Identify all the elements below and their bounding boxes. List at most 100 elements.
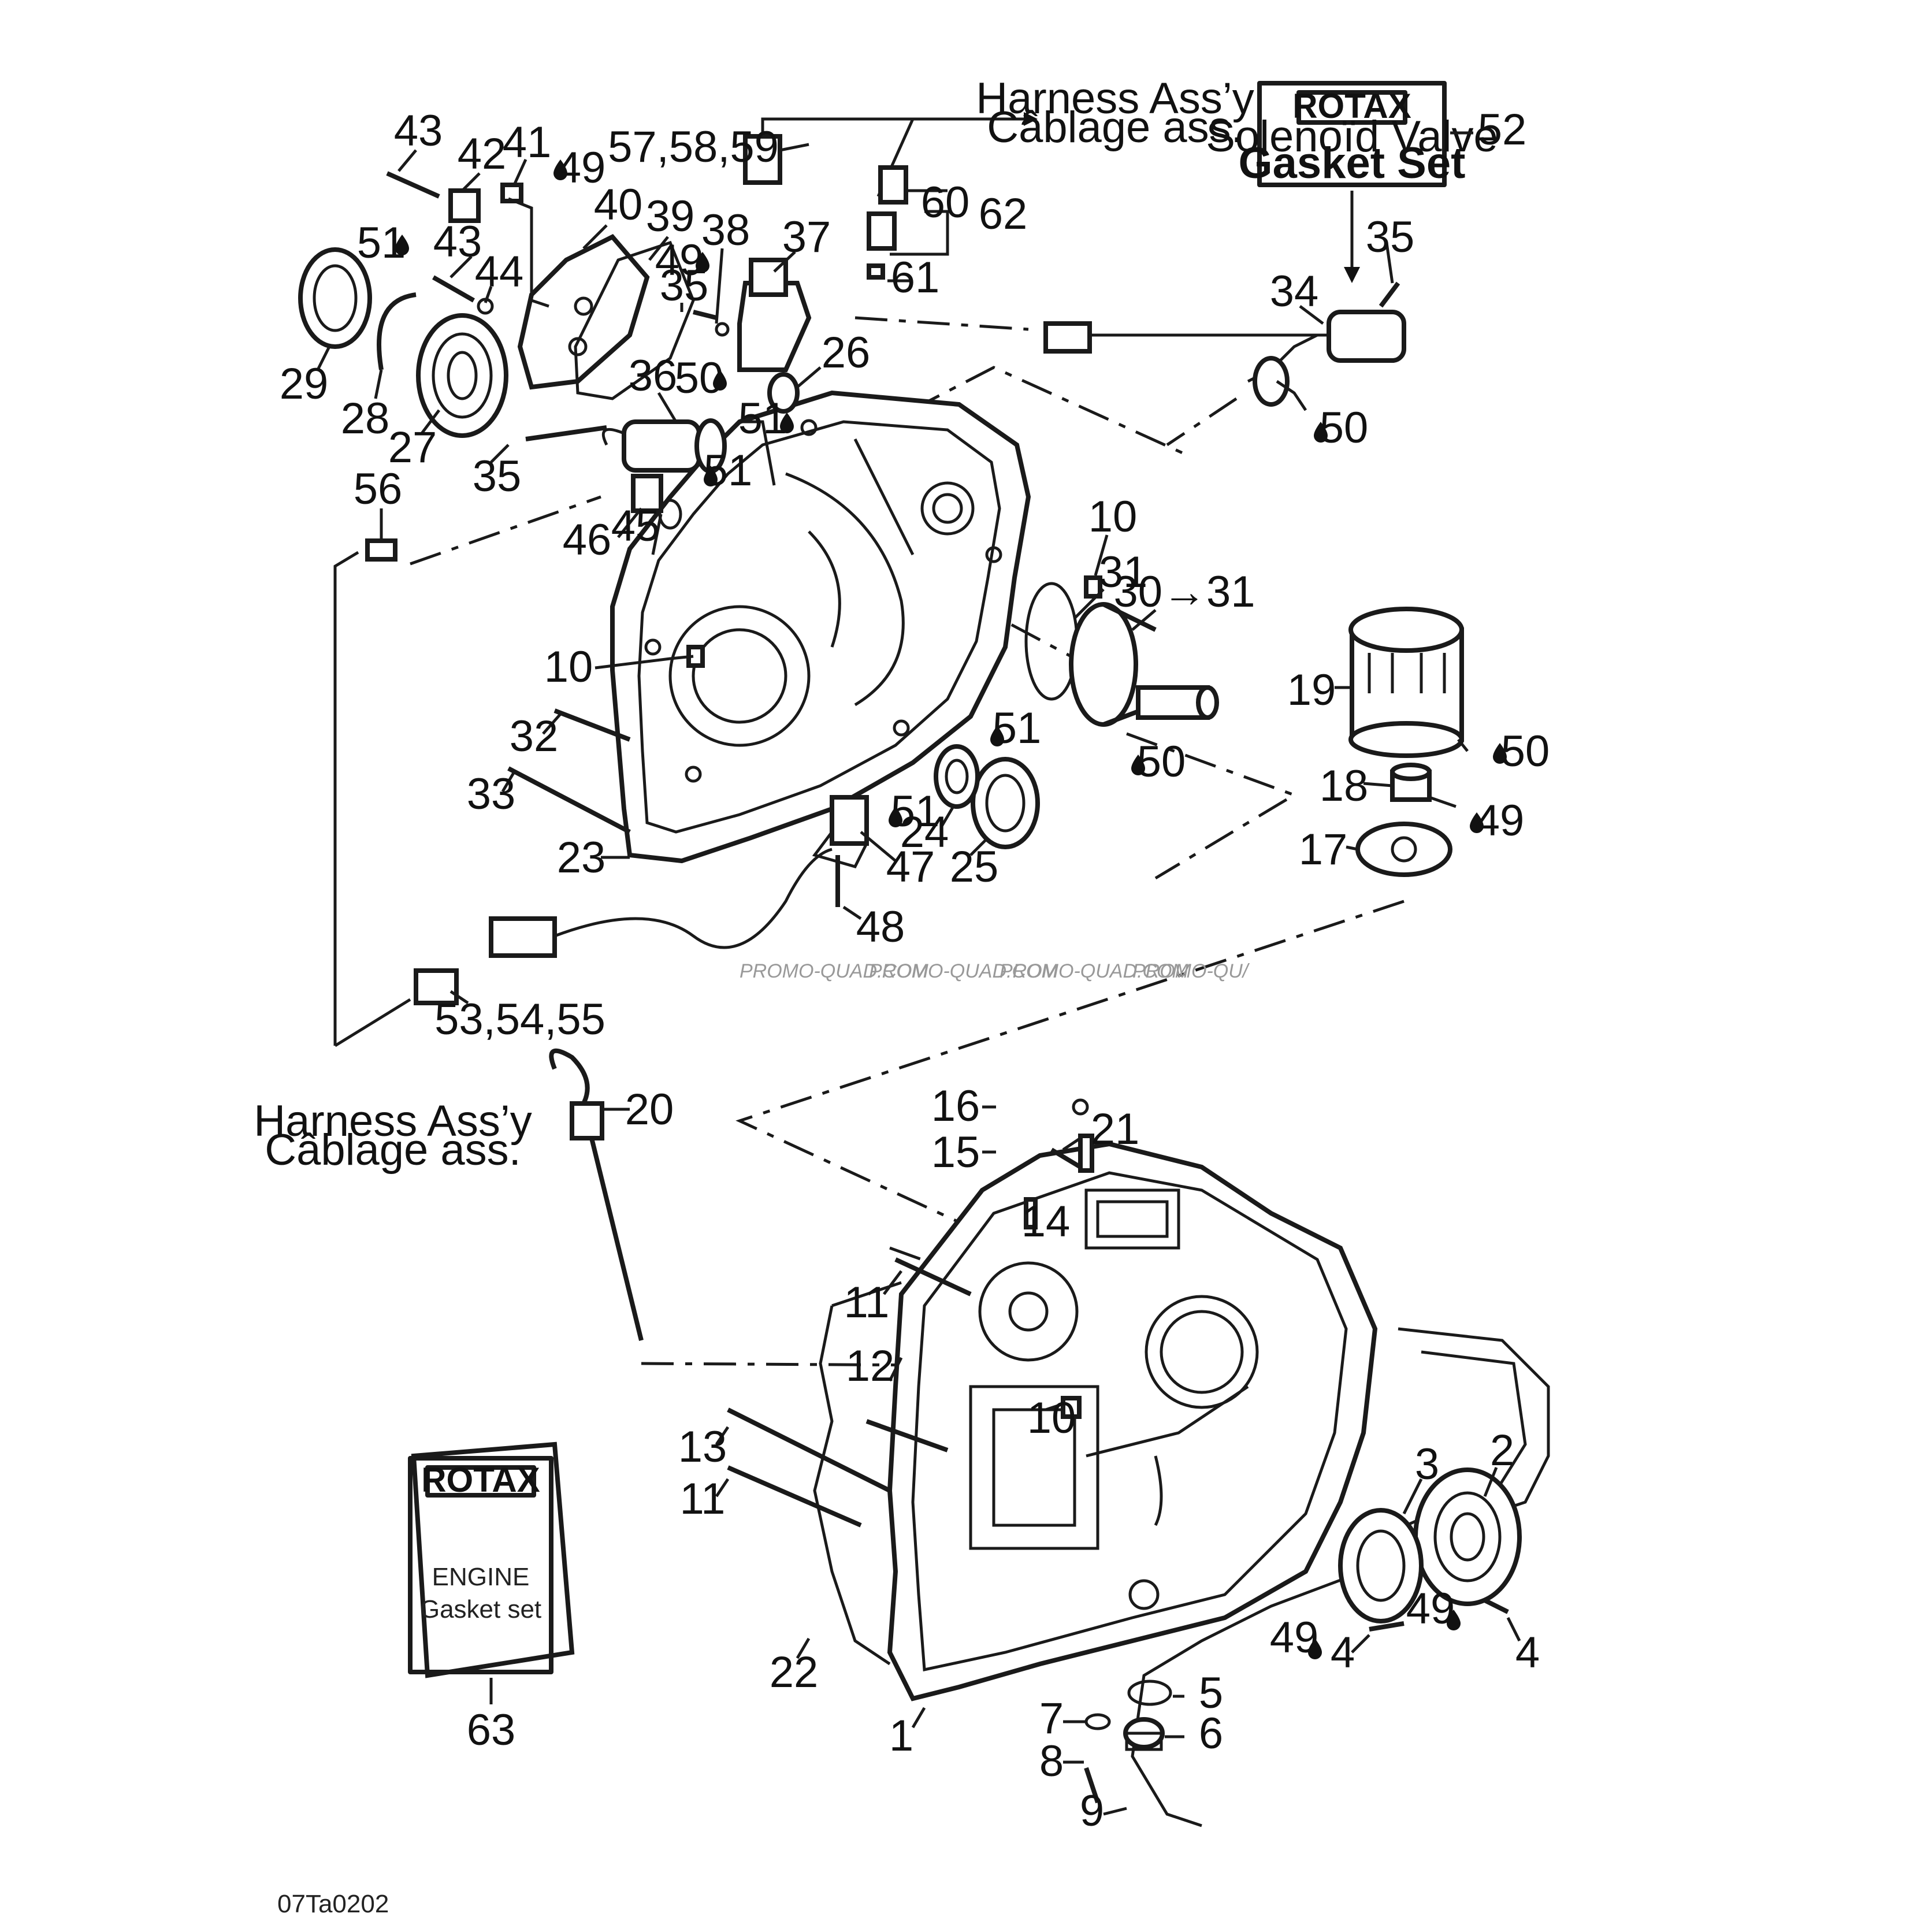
callout-49: 49 (557, 143, 606, 192)
callout-43: 43 (394, 106, 443, 155)
callout-35: 35 (660, 261, 709, 310)
callout-22: 22 (770, 1648, 819, 1697)
connector-57 (743, 134, 782, 185)
callout-41: 41 (503, 118, 552, 167)
callout-30: 30→31 (1113, 567, 1255, 616)
callout-2: 2 (1490, 1426, 1514, 1475)
callout-11: 11 (680, 1474, 726, 1524)
engine-gasket-kit: ROTAX ENGINE Gasket set 63 (408, 1441, 575, 1755)
callout-10: 10 (544, 642, 593, 692)
svg-text:PROMO-QUAD.COM: PROMO-QUAD.COM (869, 960, 1058, 982)
solenoid-kit-line2: Gasket Set (1239, 139, 1466, 188)
callout-23: 23 (557, 833, 606, 882)
connector-53 (414, 848, 833, 1005)
callout-51: 51 (993, 704, 1042, 753)
svg-text:PROMO-QUAD.COM: PROMO-QUAD.COM (1000, 960, 1188, 982)
circlip-28 (377, 292, 417, 370)
callout-40: 40 (594, 180, 643, 229)
drawing-code: 07Ta0202 (277, 1890, 389, 1918)
callout-52: 52 (1478, 105, 1527, 154)
ball-bearing-2 (1413, 1467, 1522, 1606)
callout-20: 20 (625, 1085, 674, 1134)
callout-18: 18 (1320, 761, 1369, 811)
adapter-18 (1390, 763, 1432, 802)
callout-34: 34 (1270, 267, 1319, 316)
connector-56 (365, 538, 397, 562)
callout-25: 25 (950, 842, 999, 891)
callout-35: 35 (1366, 213, 1415, 262)
callout-60: 60 (921, 178, 970, 227)
ball-bearing-3 (1338, 1508, 1424, 1623)
svg-text:Harness Ass’y: Harness Ass’y (254, 1097, 532, 1146)
sensor-47 (812, 795, 869, 868)
callout-53: 53,54,55 (434, 995, 605, 1044)
connector-harness (1043, 321, 1092, 354)
callout-51: 51 (704, 446, 753, 495)
svg-text:PROMO-QU/: PROMO-QU/ (1132, 960, 1250, 982)
callout-50: 50 (675, 354, 724, 403)
crankcase-cover-23 (610, 390, 1031, 864)
output-shaft-30 (1024, 582, 1219, 727)
callout-57: 57,58,59 (608, 122, 779, 172)
callout-37: 37 (782, 213, 831, 262)
solenoid-34 (1063, 310, 1406, 407)
callout-10: 10 (1027, 1394, 1076, 1443)
engine-kit-line2: Gasket set (420, 1595, 541, 1623)
callout-50: 50 (1137, 737, 1186, 786)
callout-10: 10 (1088, 492, 1138, 541)
svg-text:PROMO-QUAD.COM: PROMO-QUAD.COM (740, 960, 928, 982)
callout-13: 13 (678, 1422, 727, 1472)
callout-11: 11 (844, 1278, 890, 1327)
solenoid-gasket-kit: ROTAX Solenoïd Valve Gasket Set 52 (1206, 81, 1527, 283)
callout-16: 16 (931, 1082, 980, 1131)
engine-kit-line1: ENGINE (432, 1563, 530, 1591)
callout-1: 1 (889, 1711, 913, 1760)
engine-kit-brand: ROTAX (421, 1461, 540, 1499)
callout-33: 33 (467, 770, 516, 819)
dipstick-20 (549, 1048, 644, 1341)
connector-60 (867, 165, 908, 251)
gasket-39 (574, 240, 695, 400)
callout-5: 5 (1199, 1669, 1223, 1718)
callout-38: 38 (701, 206, 750, 255)
harness-label-top: Harness Ass’y Câblage ass. (976, 74, 1254, 152)
solenoid-kit-line1: Solenoïd Valve (1206, 112, 1498, 161)
washer-7 (1084, 1713, 1111, 1730)
solenoid-36 (601, 418, 727, 474)
callout-3: 3 (1415, 1440, 1439, 1489)
callout-50: 50 (1320, 403, 1369, 452)
callout-51: 51 (891, 787, 940, 836)
callout-45: 45 (611, 501, 660, 551)
callout-9: 9 (1080, 1786, 1104, 1836)
oil-filter-19 (1348, 607, 1464, 758)
callout-49: 49 (1406, 1584, 1455, 1633)
callout-31: 31 (1099, 548, 1148, 597)
callout-numbers: 43 42 41 49 40 39 38 37 51 43 44 49 35 5… (280, 106, 1550, 1836)
callout-62: 62 (979, 190, 1028, 239)
leader-lines (316, 143, 1521, 1816)
callout-32: 32 (510, 712, 559, 761)
callout-12: 12 (846, 1342, 895, 1391)
callout-21: 21 (1091, 1105, 1140, 1154)
svg-text:Câblage ass.: Câblage ass. (987, 103, 1243, 152)
callout-17: 17 (1299, 825, 1348, 874)
callout-27: 27 (388, 423, 437, 472)
oil-seal-29 (298, 247, 372, 349)
svg-text:Câblage ass.: Câblage ass. (265, 1125, 521, 1175)
callout-49: 49 (655, 236, 704, 285)
callout-51: 51 (357, 218, 406, 267)
oil-drop-icons (395, 159, 1507, 1659)
sensor-46 (631, 474, 682, 530)
ball-bearing-27 (416, 313, 508, 438)
callout-19: 19 (1287, 666, 1336, 715)
callout-44: 44 (475, 247, 524, 296)
bolts (386, 171, 1509, 1804)
sensor-37 (737, 258, 812, 372)
svg-text:Harness Ass’y: Harness Ass’y (976, 74, 1254, 123)
o-ring-5 (1127, 1680, 1172, 1706)
callout-7: 7 (1039, 1694, 1064, 1743)
terminal-61 (867, 263, 885, 280)
callout-4: 4 (1515, 1628, 1540, 1677)
callout-36: 36 (629, 351, 678, 400)
callout-35: 35 (473, 452, 522, 501)
